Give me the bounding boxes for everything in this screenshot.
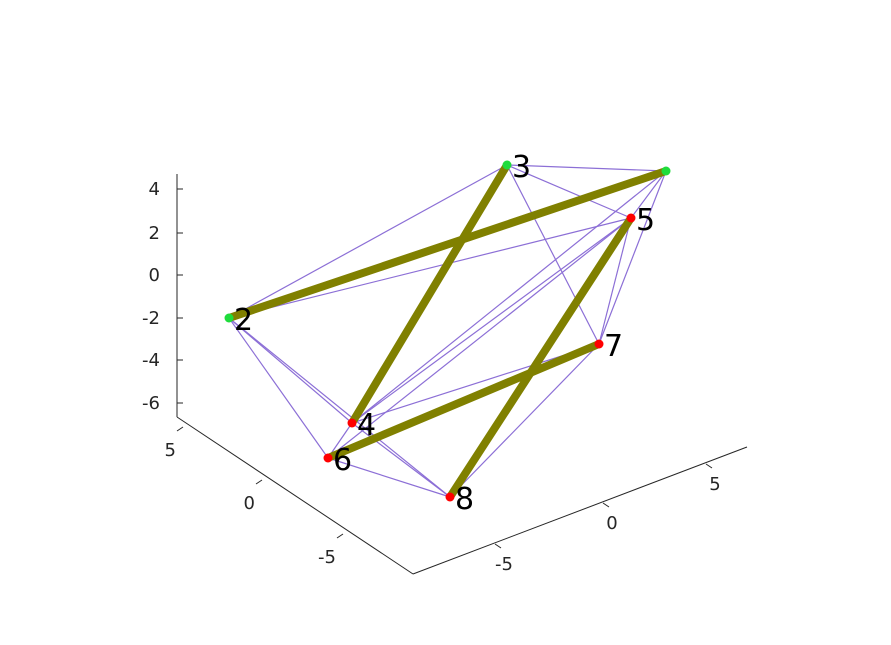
z-tick-label: -2 <box>142 308 160 329</box>
node-8-label: 8 <box>455 482 474 517</box>
thin-edge-5-4 <box>351 217 632 424</box>
thick-edge-3-4 <box>348 161 511 427</box>
thin-edge-2-5 <box>228 217 632 319</box>
thin-edge-3-1 <box>506 164 667 172</box>
thin-edge-3-7 <box>506 164 600 345</box>
right-tick-mark <box>602 502 610 508</box>
thin-edge-5-6 <box>327 217 632 459</box>
right-tick-mark <box>494 543 502 549</box>
thick-edge-6-7 <box>324 340 603 462</box>
thin-edge-6-8 <box>327 457 451 498</box>
thin-edge-2-6 <box>228 317 329 459</box>
right-floor-axis-line <box>412 446 748 575</box>
z-tick-label: 0 <box>149 265 160 286</box>
z-tick-label: -4 <box>142 350 160 371</box>
z-tick-label: 2 <box>149 223 160 244</box>
left-tick-mark <box>255 479 263 485</box>
left-tick-label: 5 <box>165 440 176 461</box>
thick-edges <box>225 161 670 501</box>
node-1-marker <box>661 166 671 176</box>
thin-edge-1-4 <box>351 170 667 424</box>
left-tick-mark <box>176 426 184 432</box>
thin-edge-2-4 <box>228 317 353 424</box>
right-axis-ticks: -5 0 5 <box>494 463 721 575</box>
node-6-marker <box>323 453 333 463</box>
node-5-label: 5 <box>636 203 655 238</box>
thin-edge-3-5 <box>506 164 632 219</box>
nodes: 2 3 4 5 6 7 8 <box>224 150 671 517</box>
node-3-label: 3 <box>512 150 531 185</box>
node-7-marker <box>594 339 604 349</box>
z-tick-label: 4 <box>149 179 160 200</box>
node-8-marker <box>445 492 455 502</box>
left-tick-mark <box>336 533 344 539</box>
thin-edge-4-8 <box>351 422 451 498</box>
left-tick-label: 0 <box>244 493 255 514</box>
thin-edge-7-8 <box>449 343 600 498</box>
node-5-marker <box>626 213 636 223</box>
axes: 4 2 0 -2 -4 -6 5 0 -5 -5 0 5 <box>142 174 748 575</box>
thin-edges <box>228 164 667 498</box>
node-6-label: 6 <box>333 443 352 478</box>
right-tick-label: 5 <box>709 474 720 495</box>
node-3-marker <box>502 160 512 170</box>
thin-edge-1-7 <box>598 170 667 345</box>
thick-edge-5-8 <box>446 214 635 501</box>
thin-edge-1-5 <box>630 170 667 219</box>
node-2-marker <box>224 313 234 323</box>
z-tick-label: -6 <box>142 393 160 414</box>
right-tick-label: -5 <box>495 554 513 575</box>
left-axis-ticks: 5 0 -5 <box>165 426 344 568</box>
thick-edge-2-1 <box>225 167 670 322</box>
right-tick-mark <box>705 463 713 469</box>
left-floor-axis-line <box>176 416 414 575</box>
left-tick-label: -5 <box>318 547 336 568</box>
thin-edge-5-7 <box>598 217 632 345</box>
thin-edge-2-8 <box>228 317 451 498</box>
node-7-label: 7 <box>604 329 623 364</box>
right-tick-label: 0 <box>606 513 617 534</box>
z-axis-ticks: 4 2 0 -2 -4 -6 <box>142 179 183 414</box>
node-4-marker <box>347 418 357 428</box>
thin-edge-2-3 <box>228 164 508 319</box>
node-4-label: 4 <box>357 408 376 443</box>
node-2-label: 2 <box>234 303 253 338</box>
